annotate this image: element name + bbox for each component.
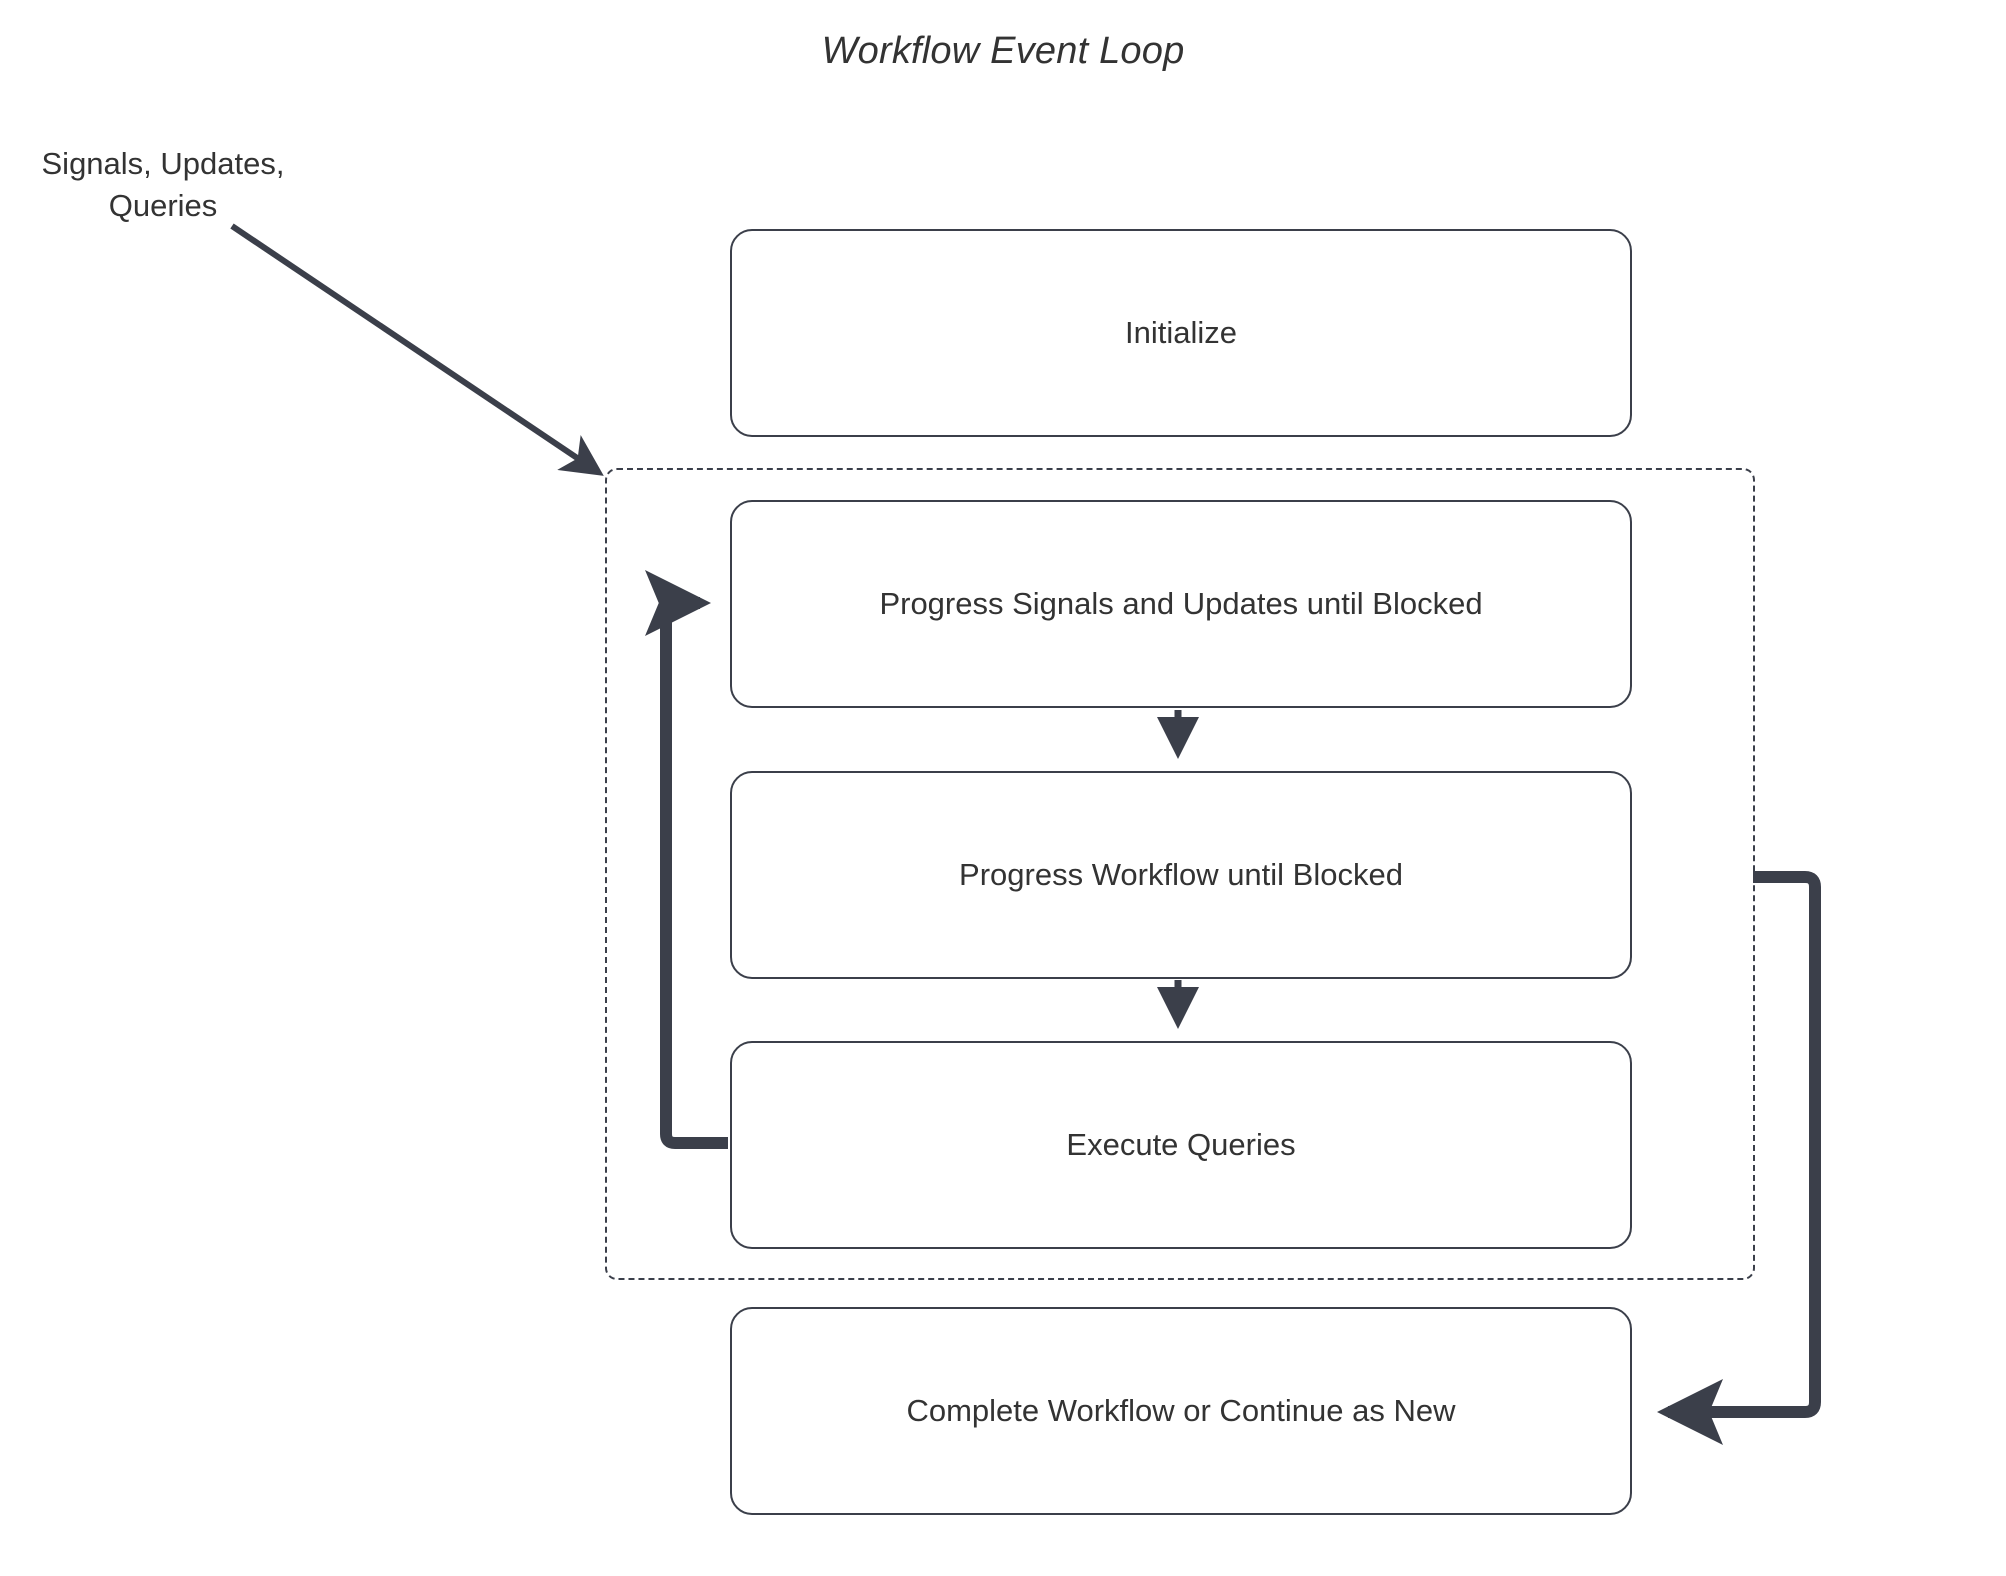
- node-complete-workflow[interactable]: Complete Workflow or Continue as New: [730, 1307, 1632, 1515]
- node-execute-queries[interactable]: Execute Queries: [730, 1041, 1632, 1249]
- node-initialize-label: Initialize: [1125, 315, 1237, 350]
- edge-group-to-complete: [1657, 871, 1821, 1445]
- edge-queries-loopback: [645, 570, 728, 1149]
- node-progress-signals[interactable]: Progress Signals and Updates until Block…: [730, 500, 1632, 708]
- event-loop-group: [605, 468, 1755, 1280]
- edge-external-input: [230, 223, 604, 476]
- node-initialize[interactable]: Initialize: [730, 229, 1632, 437]
- external-input-label-line1: Signals, Updates,: [41, 146, 285, 181]
- external-input-label: Signals, Updates, Queries: [18, 143, 308, 227]
- node-progress-signals-label: Progress Signals and Updates until Block…: [879, 586, 1483, 621]
- node-progress-workflow-label: Progress Workflow until Blocked: [959, 857, 1403, 892]
- page-title: Workflow Event Loop: [821, 30, 1185, 72]
- node-complete-workflow-label: Complete Workflow or Continue as New: [906, 1393, 1456, 1428]
- node-execute-queries-label: Execute Queries: [1066, 1127, 1296, 1162]
- external-input-label-line2: Queries: [108, 188, 218, 223]
- node-progress-workflow[interactable]: Progress Workflow until Blocked: [730, 771, 1632, 979]
